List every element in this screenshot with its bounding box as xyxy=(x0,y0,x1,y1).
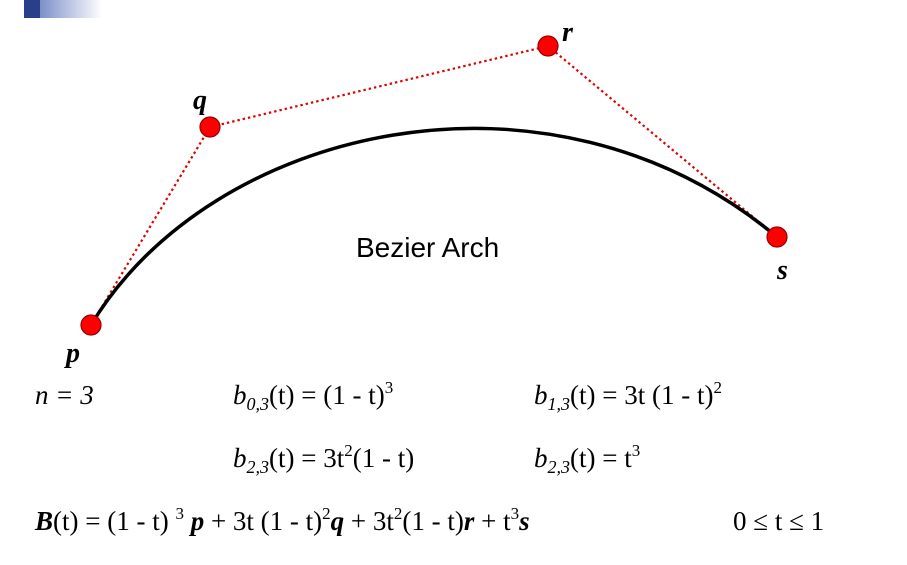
formula-point-r: r xyxy=(463,506,475,536)
basis-subscript: 2,3 xyxy=(246,457,270,477)
basis-symbol: b xyxy=(233,380,247,410)
formula-point-s: s xyxy=(519,506,530,536)
basis-symbol: b xyxy=(534,443,548,473)
formula-point-p: p xyxy=(183,506,205,536)
basis-subscript: 0,3 xyxy=(246,394,270,414)
basis-symbol: b xyxy=(534,380,548,410)
point-label-r: r xyxy=(562,17,574,48)
basis-expression: (t) = 3t (1 - t) xyxy=(570,380,714,410)
basis-b23-second: b2,3(t) = t3 xyxy=(534,441,641,477)
basis-expression: (t) = t xyxy=(570,443,632,473)
basis-exponent: 3 xyxy=(631,441,641,460)
formula-point-q: q xyxy=(330,506,345,536)
formula-term: + 3t xyxy=(344,506,394,536)
basis-b13: b1,3(t) = 3t (1 - t)2 xyxy=(534,378,722,414)
basis-exponent: 3 xyxy=(384,378,394,397)
point-label-p: p xyxy=(64,338,80,369)
degree-label: n = 3 xyxy=(35,379,94,411)
formula-term: (1 - t) xyxy=(402,506,464,536)
point-label-s: s xyxy=(776,255,788,286)
basis-exponent: 2 xyxy=(713,378,722,397)
corner-accent-dark xyxy=(24,0,40,18)
basis-symbol: b xyxy=(233,443,247,473)
diagram-title: Bezier Arch xyxy=(356,232,499,263)
formula-exponent: 2 xyxy=(393,504,403,523)
formula-exponent: 3 xyxy=(175,504,184,523)
parameter-range-text: 0 ≤ t ≤ 1 xyxy=(733,506,825,536)
bezier-function-symbol: B xyxy=(35,506,54,536)
basis-subscript: 2,3 xyxy=(547,457,571,477)
control-point-r xyxy=(537,35,559,57)
formula-exponent: 3 xyxy=(510,504,520,523)
basis-subscript: 1,3 xyxy=(547,394,571,414)
control-point-q xyxy=(199,116,221,138)
formula-term: + t xyxy=(474,506,511,536)
point-label-q: q xyxy=(193,85,207,116)
control-point-p xyxy=(80,314,102,336)
control-polygon xyxy=(90,44,778,326)
formula-term: + 3t (1 - t) xyxy=(204,506,323,536)
basis-expression: (t) = (1 - t) xyxy=(269,380,385,410)
parameter-range: 0 ≤ t ≤ 1 xyxy=(733,505,824,537)
basis-b23-first: b2,3(t) = 3t2(1 - t) xyxy=(233,441,415,477)
basis-expression: (t) = 3t xyxy=(269,443,345,473)
formula-exponent: 2 xyxy=(322,504,331,523)
bezier-curve xyxy=(89,126,779,326)
corner-accent-gradient xyxy=(40,0,102,18)
degree-text: n = 3 xyxy=(35,380,94,410)
basis-exponent: 2 xyxy=(344,441,353,460)
formula-term: (t) = (1 - t) xyxy=(53,506,176,536)
bezier-formula: B(t) = (1 - t) 3 p + 3t (1 - t)2q + 3t2(… xyxy=(35,505,530,537)
control-point-s xyxy=(766,226,788,248)
basis-expression-tail: (1 - t) xyxy=(352,443,415,473)
basis-b03: b0,3(t) = (1 - t)3 xyxy=(233,378,394,414)
